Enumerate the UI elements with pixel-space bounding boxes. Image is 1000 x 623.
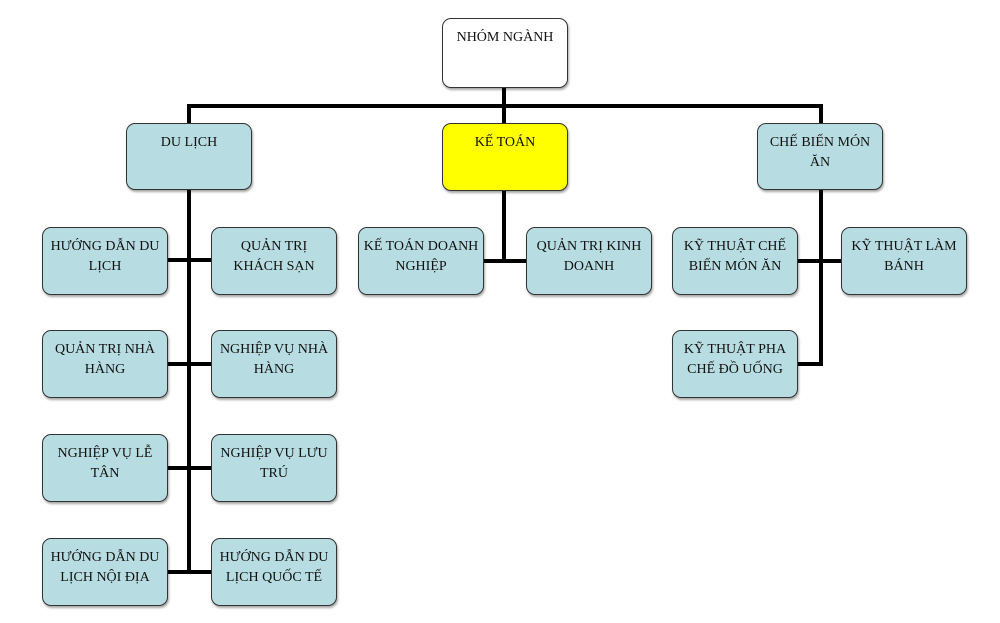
leaf-node-label: KỸ THUẬT CHẾ BIẾN MÓN ĂN bbox=[683, 239, 787, 274]
leaf-node: NGHIỆP VỤ NHÀ HÀNG bbox=[211, 330, 337, 398]
leaf-node: HƯỚNG DẪN DU LỊCH NỘI ĐỊA bbox=[42, 538, 168, 606]
group-node-label: DU LỊCH bbox=[160, 135, 218, 150]
root-node: NHÓM NGÀNH bbox=[442, 18, 568, 88]
leaf-node-label: HƯỚNG DẪN DU LỊCH bbox=[50, 239, 160, 274]
leaf-node-label: HƯỚNG DẪN DU LỊCH NỘI ĐỊA bbox=[50, 550, 160, 585]
leaf-node-label: NGHIỆP VỤ LỄ TÂN bbox=[57, 446, 153, 481]
leaf-node-label: NGHIỆP VỤ LƯU TRÚ bbox=[220, 446, 328, 481]
leaf-node-label: QUẢN TRỊ KINH DOANH bbox=[536, 239, 642, 274]
leaf-node-label: QUẢN TRỊ NHÀ HÀNG bbox=[54, 342, 156, 377]
leaf-node-label: HƯỚNG DẪN DU LỊCH QUỐC TẾ bbox=[219, 550, 329, 585]
leaf-node-label: KẾ TOÁN DOANH NGHIỆP bbox=[363, 239, 479, 274]
leaf-node: KỸ THUẬT LÀM BÁNH bbox=[841, 227, 967, 295]
leaf-node-label: QUẢN TRỊ KHÁCH SẠN bbox=[233, 239, 315, 274]
leaf-node: NGHIỆP VỤ LƯU TRÚ bbox=[211, 434, 337, 502]
group-node-label: KẾ TOÁN bbox=[474, 135, 536, 150]
group-node-ke-toan: KẾ TOÁN bbox=[442, 123, 568, 191]
leaf-node: KẾ TOÁN DOANH NGHIỆP bbox=[358, 227, 484, 295]
group-node-che-bien: CHẾ BIẾN MÓN ĂN bbox=[757, 123, 883, 190]
leaf-node: QUẢN TRỊ KHÁCH SẠN bbox=[211, 227, 337, 295]
leaf-node-label: KỸ THUẬT PHA CHẾ ĐỒ UỐNG bbox=[683, 342, 787, 377]
leaf-node: HƯỚNG DẪN DU LỊCH bbox=[42, 227, 168, 295]
leaf-node: KỸ THUẬT PHA CHẾ ĐỒ UỐNG bbox=[672, 330, 798, 398]
leaf-node: KỸ THUẬT CHẾ BIẾN MÓN ĂN bbox=[672, 227, 798, 295]
root-node-label: NHÓM NGÀNH bbox=[456, 30, 554, 45]
leaf-node: NGHIỆP VỤ LỄ TÂN bbox=[42, 434, 168, 502]
leaf-node-label: NGHIỆP VỤ NHÀ HÀNG bbox=[219, 342, 329, 377]
leaf-node: QUẢN TRỊ KINH DOANH bbox=[526, 227, 652, 295]
group-node-du-lich: DU LỊCH bbox=[126, 123, 252, 190]
leaf-node: HƯỚNG DẪN DU LỊCH QUỐC TẾ bbox=[211, 538, 337, 606]
leaf-node: QUẢN TRỊ NHÀ HÀNG bbox=[42, 330, 168, 398]
group-node-label: CHẾ BIẾN MÓN ĂN bbox=[769, 135, 871, 170]
leaf-node-label: KỸ THUẬT LÀM BÁNH bbox=[851, 239, 957, 274]
